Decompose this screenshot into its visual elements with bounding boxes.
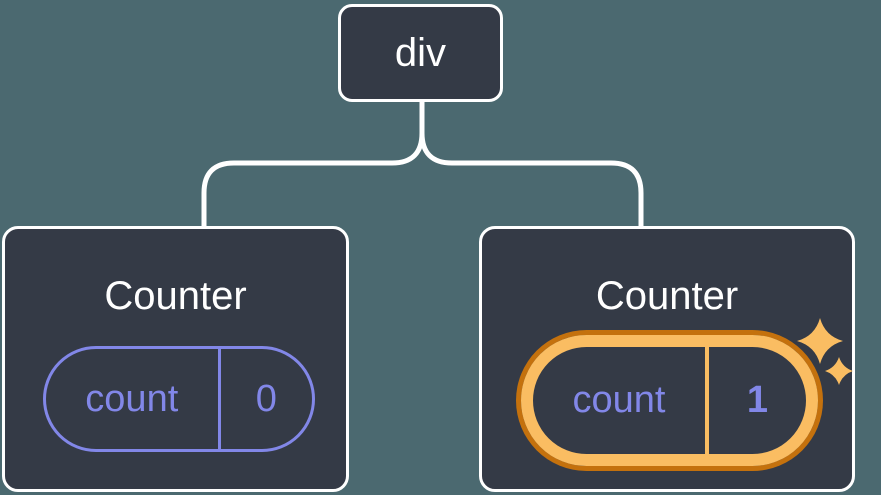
- component-name: Counter: [595, 274, 739, 318]
- component-name: Counter: [104, 274, 247, 318]
- state-pill: count 0: [43, 346, 315, 452]
- state-key-label: count: [85, 377, 179, 420]
- connector-left-branch: [201, 130, 425, 231]
- sparkle-small: [825, 357, 853, 385]
- tree-node-div: div: [338, 4, 503, 102]
- connector-right-branch: [419, 130, 644, 231]
- tree-node-counter-left: Counter count 0: [2, 226, 349, 492]
- sparkle-large: [797, 318, 843, 364]
- state-value: 1: [704, 347, 806, 454]
- state-pill-highlighted: count 1: [521, 335, 818, 466]
- state-value: 0: [217, 349, 312, 449]
- state-key-label: count: [572, 379, 666, 421]
- root-node-label: div: [394, 31, 447, 75]
- tree-node-counter-right: Counter count 1: [479, 226, 855, 492]
